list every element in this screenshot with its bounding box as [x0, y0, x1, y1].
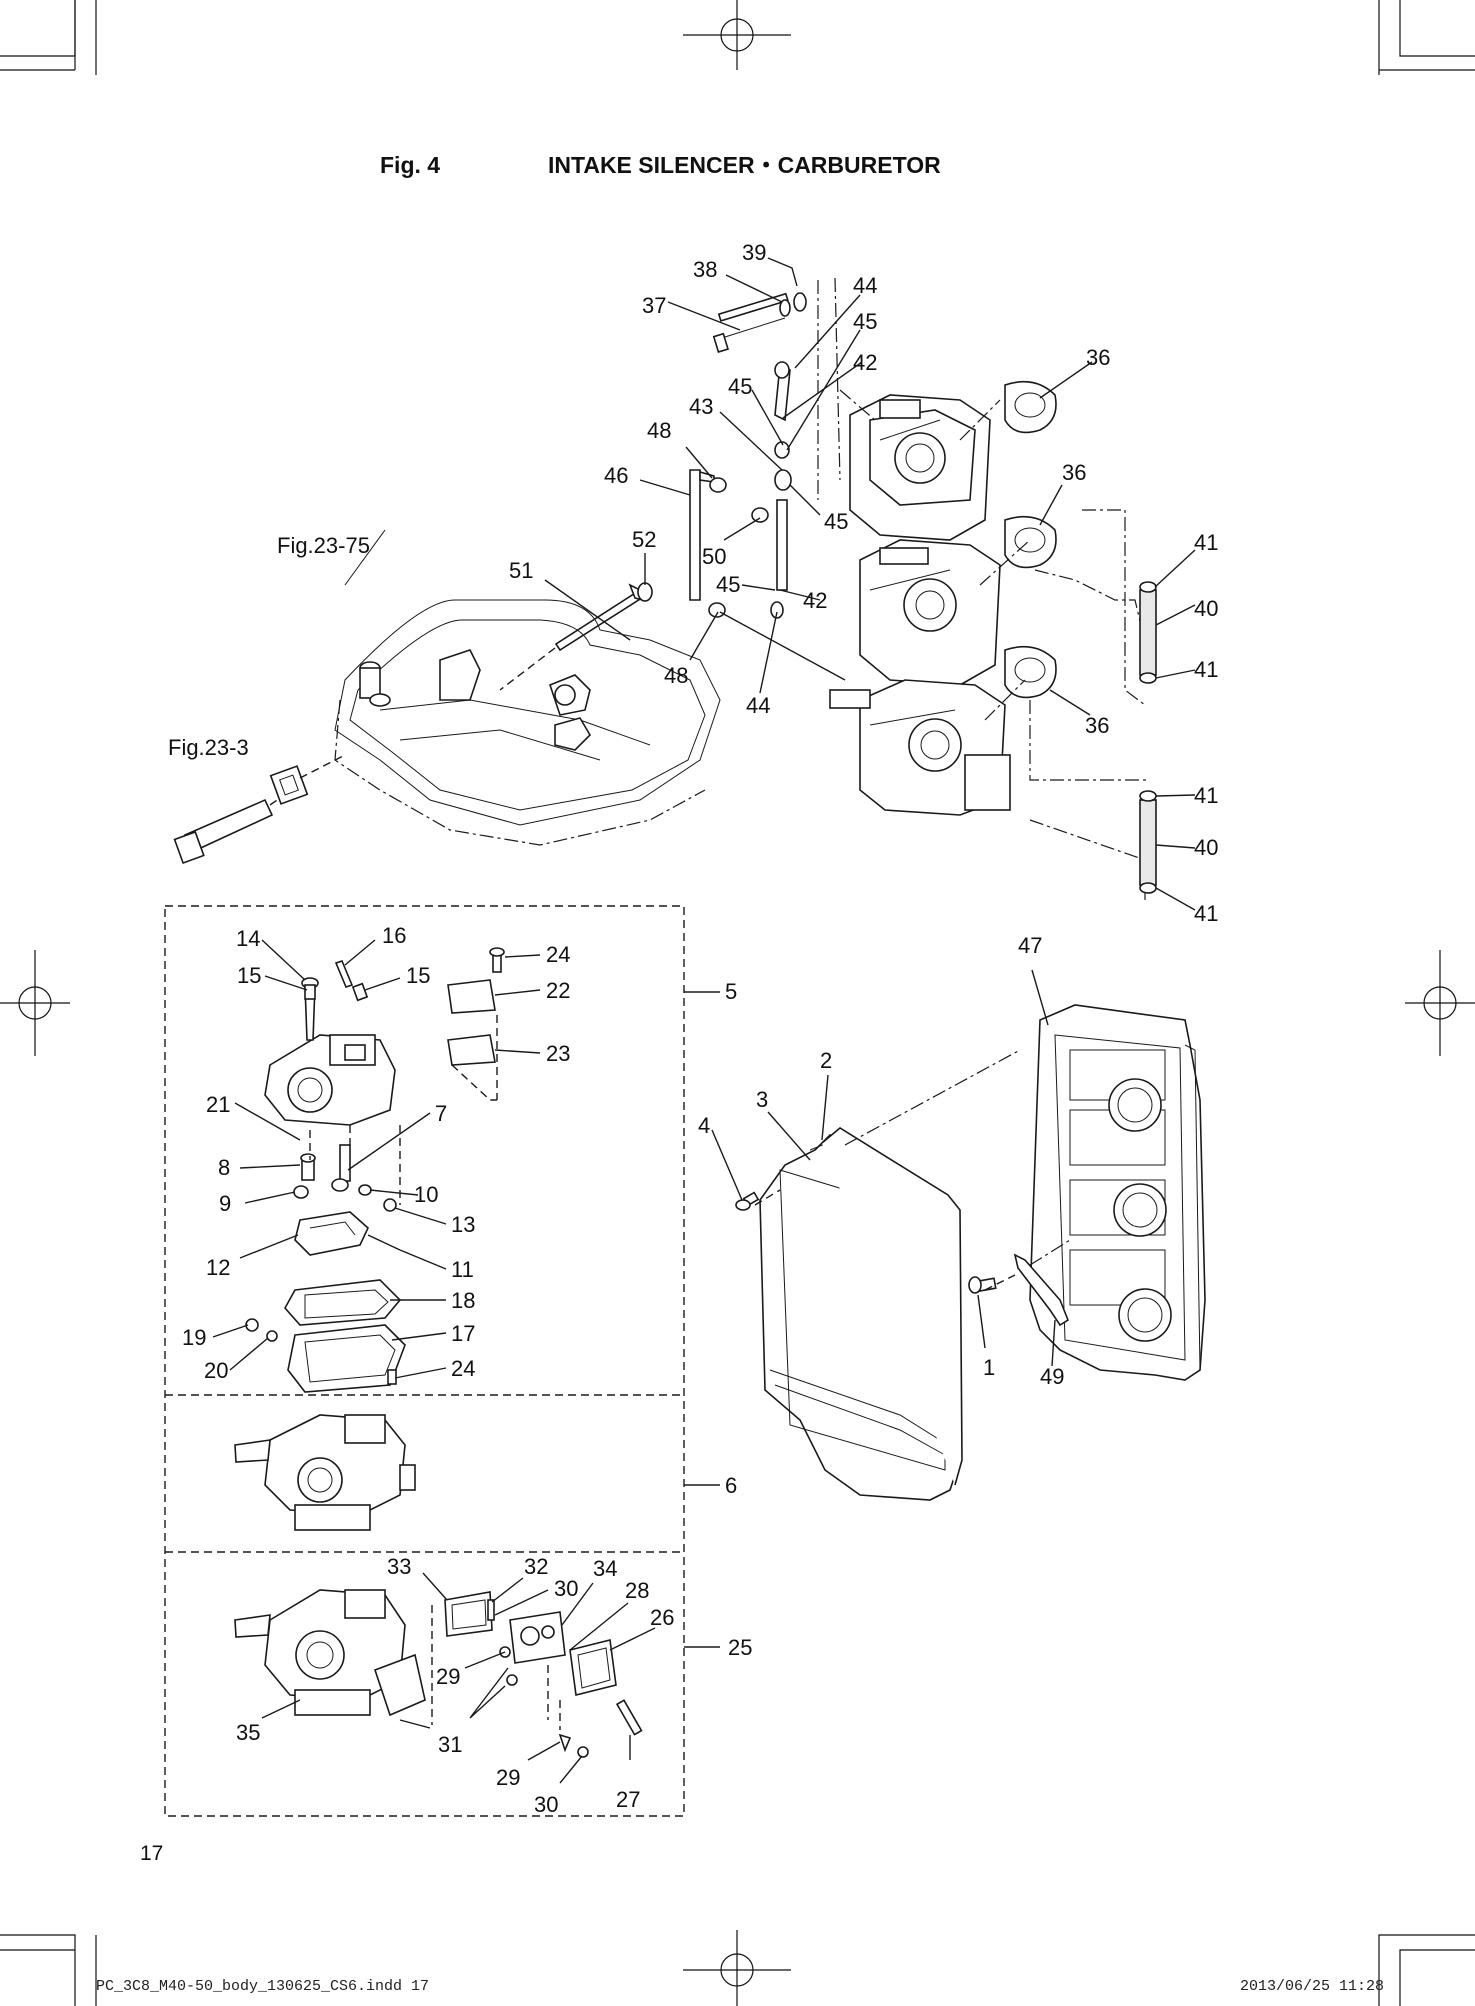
gasket-36-middle — [1004, 515, 1057, 569]
callout-36: 36 — [1085, 713, 1109, 738]
callout-24: 24 — [546, 942, 570, 967]
intake-duct-parts — [173, 754, 346, 865]
callout-45: 45 — [716, 572, 740, 597]
callout-42: 42 — [803, 588, 827, 613]
callout-51: 51 — [509, 558, 533, 583]
washer-38 — [779, 299, 791, 317]
callout-50: 50 — [702, 544, 726, 569]
leader-lines-lower-left — [212, 939, 656, 1784]
callout-48: 48 — [647, 418, 671, 443]
gasket-36-bottom — [1004, 645, 1057, 699]
footer-timestamp: 2013/06/25 11:28 — [1240, 1978, 1384, 1995]
callout-33: 33 — [387, 1554, 411, 1579]
callout-45: 45 — [824, 509, 848, 534]
callout-30: 30 — [554, 1576, 578, 1601]
leader-lines-upper — [544, 257, 1196, 911]
washer-39 — [793, 292, 807, 312]
callout-3: 3 — [756, 1087, 768, 1112]
carburetor-25-exploded — [234, 1589, 643, 1758]
callout-18: 18 — [451, 1288, 475, 1313]
callout-40: 40 — [1194, 596, 1218, 621]
callout-34: 34 — [593, 1556, 617, 1581]
callout-37: 37 — [642, 293, 666, 318]
callout-45: 45 — [728, 374, 752, 399]
footer-file-name: PC_3C8_M40-50_body_130625_CS6.indd 17 — [96, 1978, 429, 1995]
callout-36: 36 — [1086, 345, 1110, 370]
callout-44: 44 — [853, 273, 877, 298]
callout-11: 11 — [451, 1257, 474, 1282]
cross-reference-fig23-3: Fig.23-3 — [168, 735, 249, 760]
callout-25: 25 — [728, 1635, 752, 1660]
callout-49: 49 — [1040, 1364, 1064, 1389]
callout-47: 47 — [1018, 933, 1042, 958]
callout-43: 43 — [689, 394, 713, 419]
callout-9: 9 — [219, 1191, 231, 1216]
callout-13: 13 — [451, 1212, 475, 1237]
intake-silencer-assembly — [735, 1004, 1206, 1501]
bolt-37 — [712, 292, 789, 353]
callout-14: 14 — [236, 926, 260, 951]
callout-29: 29 — [496, 1765, 520, 1790]
callout-31: 31 — [438, 1732, 462, 1757]
callout-16: 16 — [382, 923, 406, 948]
upper-assembly-drawing — [173, 257, 1196, 911]
page-number: 17 — [140, 1842, 163, 1865]
hose-40-lower — [1139, 790, 1157, 894]
callout-7: 7 — [435, 1101, 447, 1126]
callout-39: 39 — [742, 240, 766, 265]
hose-40-upper — [1139, 581, 1157, 684]
callout-26: 26 — [650, 1605, 674, 1630]
callout-2: 2 — [820, 1048, 832, 1073]
callout-12: 12 — [206, 1255, 230, 1280]
callout-21: 21 — [206, 1092, 230, 1117]
callout-46: 46 — [604, 463, 628, 488]
callout-20: 20 — [204, 1358, 228, 1383]
callout-15: 15 — [406, 963, 430, 988]
figure-title: INTAKE SILENCER・CARBURETOR — [548, 152, 941, 178]
callout-48: 48 — [664, 663, 688, 688]
callout-1: 1 — [983, 1355, 995, 1380]
gasket-36-top — [1004, 380, 1057, 434]
carburetor-5-exploded — [245, 947, 505, 1393]
figure-number: Fig. 4 — [380, 152, 440, 178]
callout-41: 41 — [1194, 530, 1218, 555]
callout-10: 10 — [414, 1182, 438, 1207]
callout-41: 41 — [1194, 783, 1218, 808]
cross-reference-fig23-75: Fig.23-75 — [277, 533, 370, 558]
callout-40: 40 — [1194, 835, 1218, 860]
callout-17: 17 — [451, 1321, 475, 1346]
callout-22: 22 — [546, 978, 570, 1003]
callout-27: 27 — [616, 1787, 640, 1812]
callout-44: 44 — [746, 693, 770, 718]
callout-5: 5 — [725, 979, 737, 1004]
callout-28: 28 — [625, 1578, 649, 1603]
callout-52: 52 — [632, 527, 656, 552]
callout-41: 41 — [1194, 901, 1218, 926]
callout-19: 19 — [182, 1325, 206, 1350]
callout-23: 23 — [546, 1041, 570, 1066]
callout-8: 8 — [218, 1155, 230, 1180]
callout-6: 6 — [725, 1473, 737, 1498]
callout-38: 38 — [693, 257, 717, 282]
callout-29: 29 — [436, 1664, 460, 1689]
callout-36: 36 — [1062, 460, 1086, 485]
callout-32: 32 — [524, 1554, 548, 1579]
callout-41: 41 — [1194, 657, 1218, 682]
carburetor-stack — [829, 394, 1011, 816]
leader-lines-silencer — [711, 969, 1056, 1367]
callout-24: 24 — [451, 1356, 475, 1381]
callout-42: 42 — [853, 350, 877, 375]
callout-35: 35 — [236, 1720, 260, 1745]
carburetor-kit-box — [164, 905, 720, 1817]
callout-15: 15 — [237, 963, 261, 988]
callout-45: 45 — [853, 309, 877, 334]
callout-30: 30 — [534, 1792, 558, 1817]
carburetor-6-complete — [234, 1414, 416, 1531]
callout-4: 4 — [698, 1113, 710, 1138]
